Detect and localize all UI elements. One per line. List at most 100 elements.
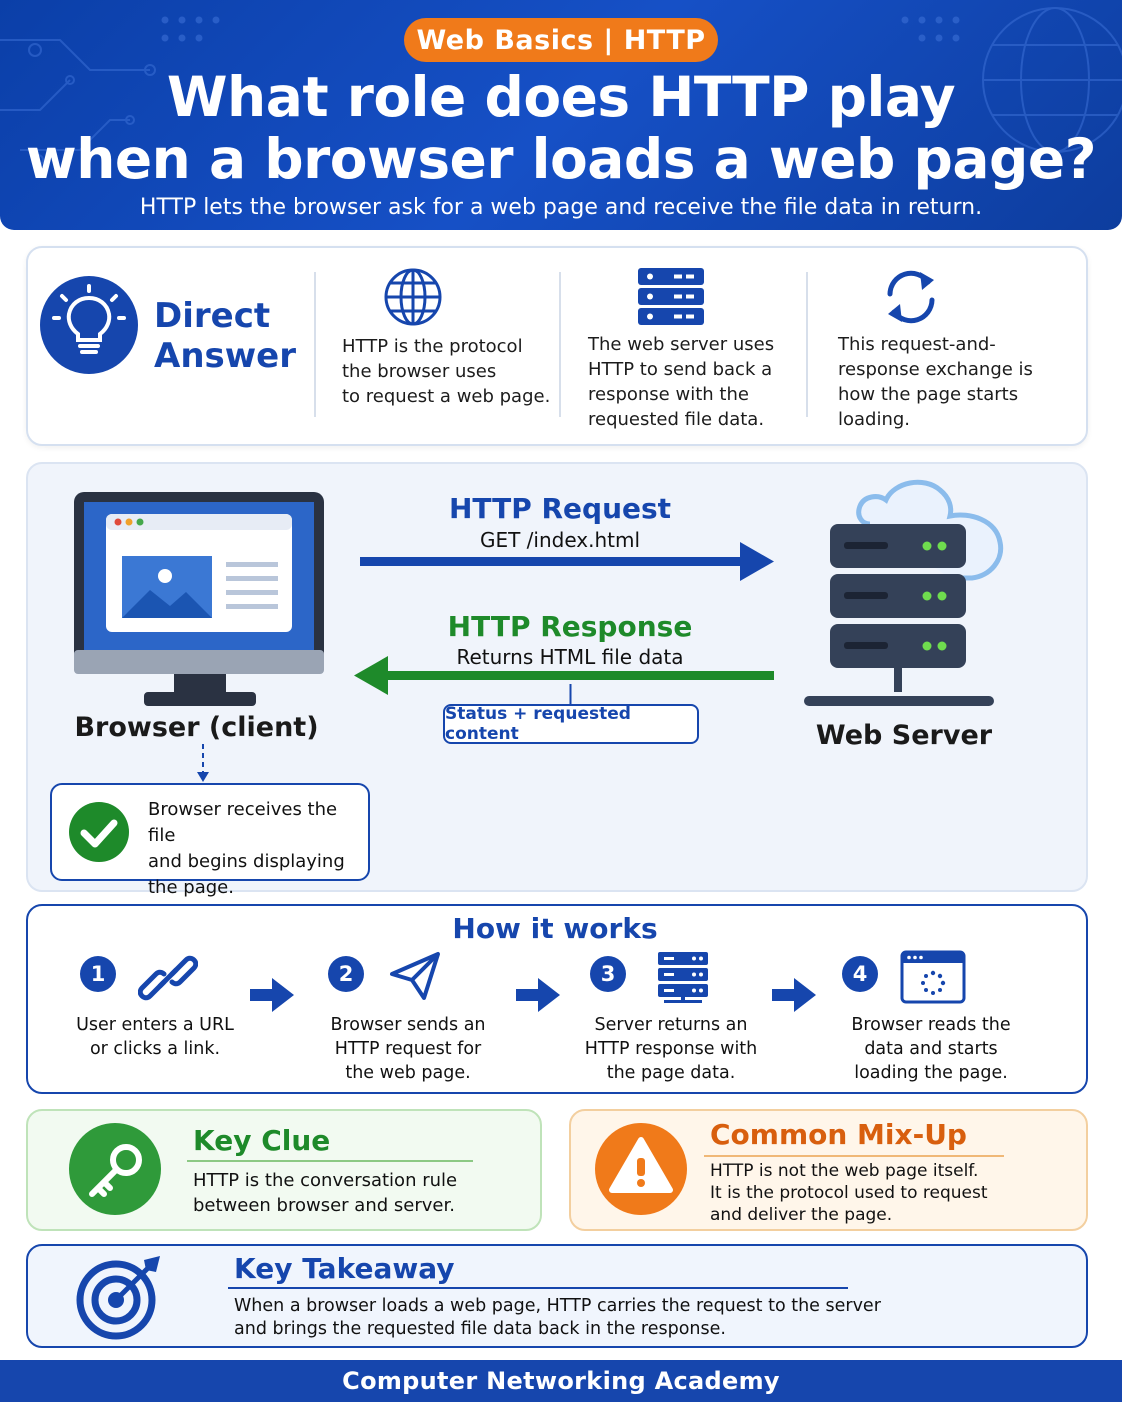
client-label: Browser (client)	[74, 712, 319, 743]
monitor-icon	[74, 492, 324, 706]
link-icon	[138, 955, 198, 1001]
text-line: or clicks a link.	[89, 1039, 221, 1059]
step-number-3: 3	[590, 956, 626, 992]
response-detail: Returns HTML file data	[456, 645, 684, 669]
text-line: HTTP is the conversation rule	[193, 1170, 458, 1191]
how-it-works-title: How it works	[452, 912, 658, 945]
direct-answer-title-line-1: Direct	[154, 296, 271, 336]
warning-icon	[595, 1123, 687, 1215]
text-line: Server returns an	[594, 1015, 748, 1035]
common-mixup-text: HTTP is not the web page itself. It is t…	[710, 1160, 988, 1226]
divider	[704, 1155, 1004, 1157]
common-mixup-title: Common Mix-Up	[710, 1118, 967, 1151]
text-line: and begins displaying	[148, 851, 345, 872]
text-line: Browser sends an	[330, 1015, 486, 1035]
step-number-4: 4	[842, 956, 878, 992]
status-content-label: Status + requested content	[443, 704, 699, 744]
step-number-2: 2	[328, 956, 364, 992]
text-line: It is the protocol used to request	[710, 1183, 988, 1203]
text-line: response with the	[588, 384, 749, 405]
text-line: HTTP request for	[334, 1039, 482, 1059]
step-text-1: User enters a URL or clicks a link.	[50, 1013, 260, 1061]
text-line: HTTP to send back a	[588, 359, 773, 380]
request-detail: GET /index.html	[479, 528, 641, 552]
how-it-works-card	[26, 904, 1088, 1094]
text-line: and brings the requested file data back …	[234, 1319, 726, 1339]
loading-window-icon	[900, 950, 966, 1004]
checkmark-icon	[69, 802, 129, 862]
key-takeaway-card	[26, 1244, 1088, 1348]
direct-answer-text-1: HTTP is the protocol the browser uses to…	[342, 334, 550, 409]
page-subtitle: HTTP lets the browser ask for a web page…	[139, 195, 983, 220]
footer-brand: Computer Networking Academy	[0, 1360, 1122, 1402]
text-line: Browser receives the file	[148, 799, 338, 846]
request-title: HTTP Request	[448, 492, 672, 525]
server-icon	[638, 268, 704, 325]
text-line: to request a web page.	[342, 386, 551, 407]
divider	[314, 272, 316, 417]
connector-line	[569, 684, 572, 706]
text-line: response exchange is	[838, 359, 1033, 380]
browser-receives-text: Browser receives the file and begins dis…	[148, 797, 368, 901]
divider	[559, 272, 561, 417]
title-line-1: What role does HTTP play	[166, 65, 956, 129]
direct-answer-text-3: This request-and- response exchange is h…	[838, 332, 1033, 432]
response-arrow	[354, 656, 774, 695]
page-title: What role does HTTP play when a browser …	[0, 66, 1122, 190]
text-line: This request-and-	[838, 334, 996, 355]
text-line: HTTP is not the web page itself.	[710, 1161, 979, 1181]
topic-badge: Web Basics | HTTP	[404, 18, 718, 62]
arrow-right-icon	[250, 978, 294, 1012]
text-line: the browser uses	[342, 361, 497, 382]
key-takeaway-title: Key Takeaway	[234, 1252, 455, 1285]
browser-receives-box: Browser receives the file and begins dis…	[50, 783, 370, 898]
divider	[228, 1287, 848, 1289]
cloud-server-icon	[804, 479, 1004, 706]
target-icon	[76, 1256, 160, 1340]
step-text-2: Browser sends an HTTP request for the we…	[303, 1013, 513, 1085]
direct-answer-text-2: The web server uses HTTP to send back a …	[588, 332, 774, 432]
text-line: the page.	[148, 877, 234, 898]
request-arrow	[360, 542, 774, 581]
arrow-right-icon	[772, 978, 816, 1012]
server-label: Web Server	[815, 720, 993, 751]
text-line: The web server uses	[588, 334, 775, 355]
arrow-right-icon	[516, 978, 560, 1012]
step-text-3: Server returns an HTTP response with the…	[566, 1013, 776, 1085]
circuit-decoration	[0, 7, 1122, 166]
paper-plane-icon	[390, 952, 440, 1000]
text-line: Browser reads the	[851, 1015, 1011, 1035]
text-line: the page data.	[606, 1063, 736, 1083]
text-line: When a browser loads a web page, HTTP ca…	[234, 1296, 881, 1316]
text-line: data and starts	[864, 1039, 998, 1059]
response-title: HTTP Response	[447, 610, 693, 643]
text-line: requested file data.	[588, 409, 765, 430]
text-line: User enters a URL	[76, 1015, 234, 1035]
divider	[187, 1160, 473, 1162]
server-icon	[658, 952, 708, 1003]
key-takeaway-text: When a browser loads a web page, HTTP ca…	[234, 1295, 881, 1341]
text-line: how the page starts	[838, 384, 1019, 405]
key-clue-text: HTTP is the conversation rule between br…	[193, 1168, 457, 1218]
text-line: and deliver the page.	[710, 1205, 893, 1225]
globe-icon	[384, 268, 442, 326]
key-icon	[69, 1123, 161, 1215]
header-banner: Web Basics | HTTP What role does HTTP pl…	[0, 0, 1122, 230]
direct-answer-title: Direct Answer	[154, 296, 314, 376]
text-line: HTTP response with	[584, 1039, 758, 1059]
refresh-icon	[887, 270, 935, 324]
divider	[806, 272, 808, 417]
text-line: loading.	[838, 409, 911, 430]
direct-answer-title-line-2: Answer	[154, 336, 296, 376]
text-line: loading the page.	[854, 1063, 1008, 1083]
text-line: HTTP is the protocol	[342, 336, 523, 357]
key-clue-title: Key Clue	[193, 1124, 331, 1157]
title-line-2: when a browser loads a web page?	[25, 127, 1097, 191]
lightbulb-icon	[40, 276, 138, 374]
step-text-4: Browser reads the data and starts loadin…	[826, 1013, 1036, 1085]
direct-answer-card: Direct Answer HTTP is the protocol the b…	[26, 246, 1088, 446]
step-number-1: 1	[80, 956, 116, 992]
text-line: the web page.	[345, 1063, 471, 1083]
text-line: between browser and server.	[193, 1195, 455, 1216]
dashed-arrow-down	[197, 744, 209, 782]
